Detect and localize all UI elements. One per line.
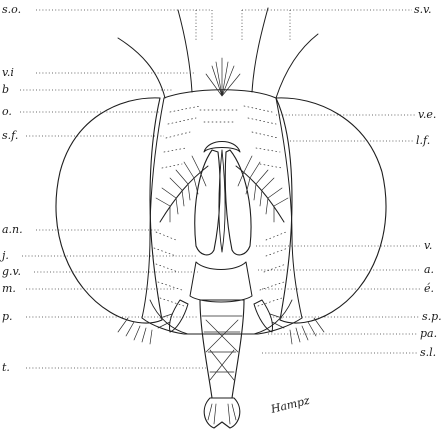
label-s-f: s.f. <box>2 129 18 142</box>
left-antenna <box>195 150 220 255</box>
label-v: v. <box>424 239 432 252</box>
genal-bristles <box>118 318 324 344</box>
label-e-acute: é. <box>424 282 434 295</box>
label-v-e: v.e. <box>418 108 436 121</box>
epistome <box>190 262 252 302</box>
right-arista <box>236 156 288 222</box>
label-a: a. <box>424 263 434 276</box>
label-s-p: s.p. <box>422 310 442 323</box>
inner-vertical-bristle-right <box>252 8 268 92</box>
label-o: o. <box>2 105 12 118</box>
left-gena <box>150 300 188 334</box>
left-arista <box>156 156 208 222</box>
artist-signature: Hampz <box>269 394 312 416</box>
proboscis <box>200 300 244 398</box>
labellar-pseudotracheae <box>208 404 236 424</box>
proboscis-cross-hatch <box>206 320 238 380</box>
label-v-i: v.i <box>2 66 14 79</box>
frons-stippling <box>154 106 288 306</box>
label-t: t. <box>2 361 10 374</box>
label-l-f: l.f. <box>416 134 430 147</box>
fly-head-drawing <box>56 8 386 428</box>
proboscis-segment-lines <box>202 316 242 372</box>
left-compound-eye <box>56 98 162 323</box>
labels-right: s.v. v.e. l.f. v. a. é. s.p. pa. s.l. <box>414 3 442 359</box>
label-m: m. <box>2 282 16 295</box>
label-g-v: g.v. <box>2 265 21 278</box>
labels-left: s.o. v.i b o. s.f. a.n. j. g.v. m. p. t. <box>0 3 23 374</box>
inner-vertical-bristle-left <box>118 38 165 98</box>
label-a-n: a.n. <box>2 223 23 236</box>
outer-vertical-bristle-left <box>178 10 192 92</box>
label-s-o: s.o. <box>2 3 21 16</box>
label-pa: pa. <box>420 327 437 340</box>
label-p: p. <box>2 310 13 323</box>
label-b: b <box>2 83 9 96</box>
right-compound-eye <box>276 98 386 323</box>
label-s-l: s.l. <box>420 346 436 359</box>
outer-vertical-bristle-right <box>276 34 318 98</box>
label-j: j. <box>0 249 9 262</box>
label-s-v: s.v. <box>414 3 432 16</box>
